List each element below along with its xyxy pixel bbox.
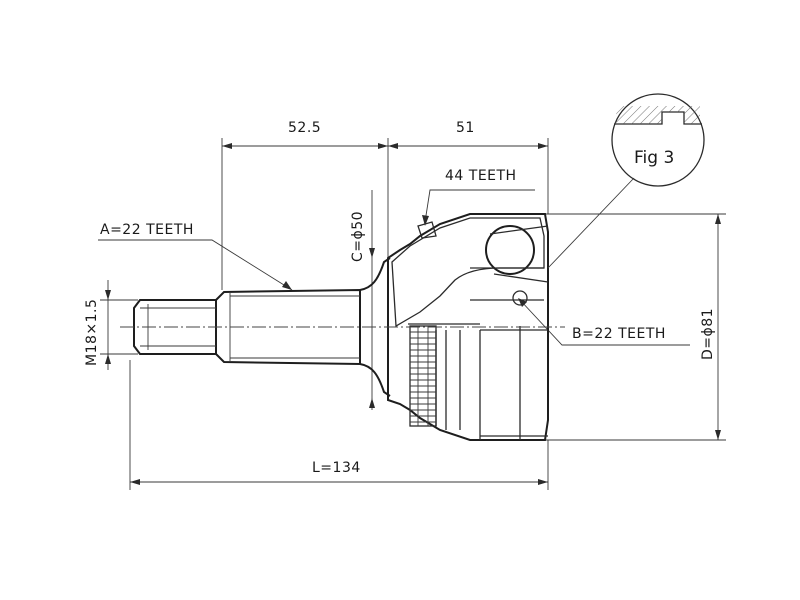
teeth-44-leader: [422, 189, 535, 226]
teeth-a-leader: [98, 239, 293, 291]
dimension-l: [129, 360, 549, 490]
length-l-label: L=134: [312, 460, 361, 476]
dia-c-label: C=ϕ50: [350, 211, 366, 262]
dim-52-5-label: 52.5: [288, 120, 321, 136]
fig-3-label: Fig 3: [634, 148, 674, 168]
dia-d-label: D=ϕ81: [700, 308, 716, 360]
shaft-neck: [359, 257, 391, 397]
dimension-c: [369, 190, 375, 410]
teeth-44-label: 44 TEETH: [445, 168, 517, 184]
splined-shaft: [215, 288, 361, 366]
dimension-51: [388, 138, 549, 214]
dimension-thread: [100, 280, 138, 370]
dimension-d: [545, 213, 726, 441]
fig-3-detail: [547, 93, 705, 269]
dim-51-label: 51: [456, 120, 475, 136]
teeth-b-label: B=22 TEETH: [572, 326, 666, 342]
abs-ring: [409, 325, 437, 427]
thread-label: M18×1.5: [84, 299, 100, 366]
dimension-52-5: [221, 138, 389, 290]
teeth-a-label: A=22 TEETH: [100, 222, 194, 238]
